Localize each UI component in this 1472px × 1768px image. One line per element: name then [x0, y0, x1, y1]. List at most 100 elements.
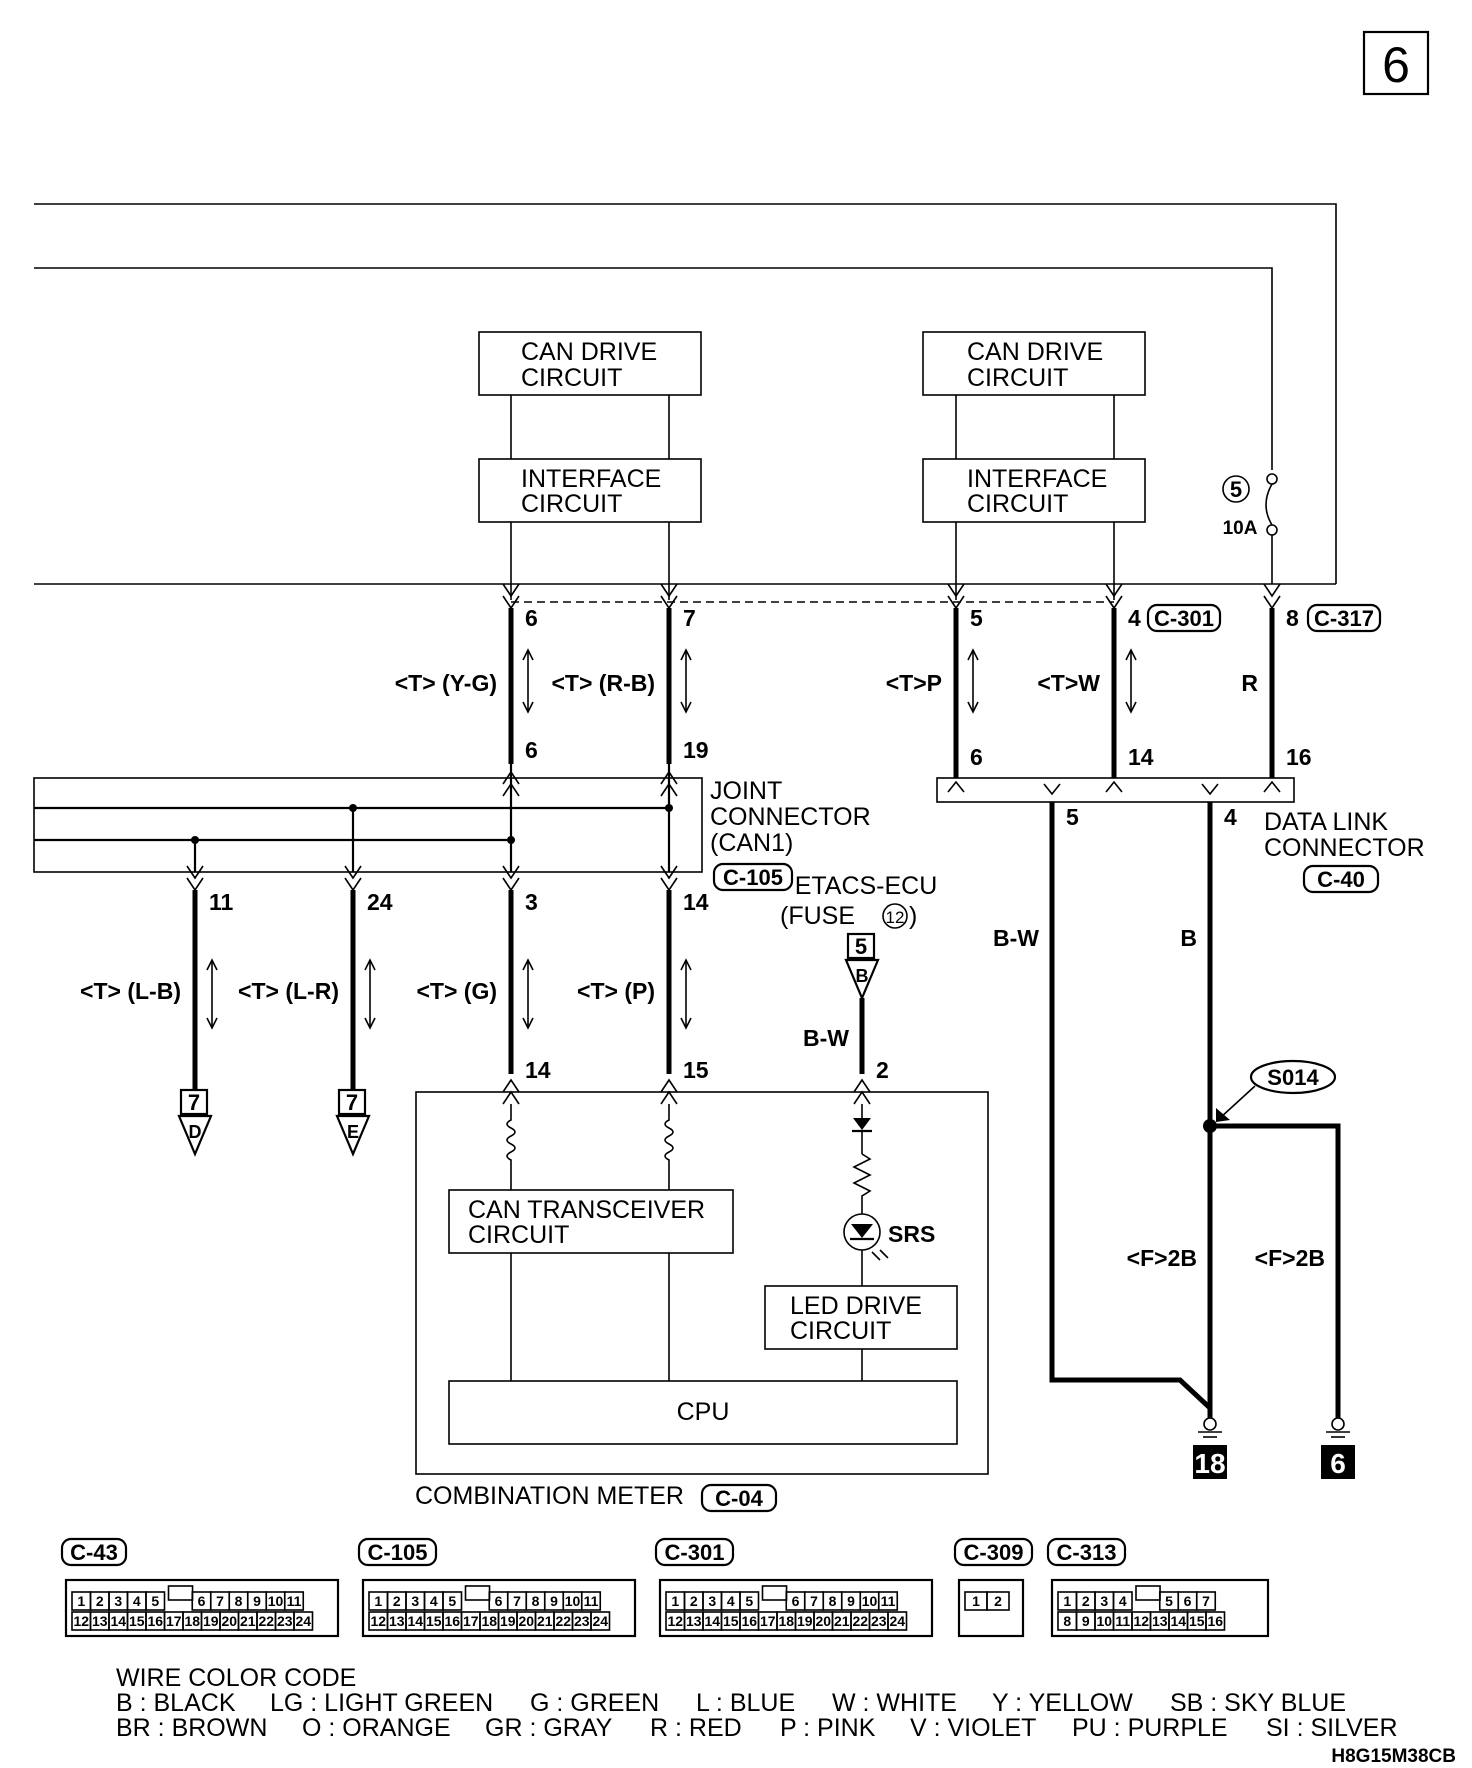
srs-label: SRS: [888, 1221, 935, 1247]
pin-cell: 20: [221, 1613, 237, 1629]
pin-cell: 2: [1082, 1593, 1090, 1609]
interface-circuit-2: [922, 458, 1146, 523]
pin-number: 16: [1286, 744, 1312, 770]
pin-number: 6: [525, 737, 538, 763]
pin-cell: 13: [1152, 1613, 1168, 1629]
combination-meter-label: COMBINATION METER: [415, 1482, 684, 1510]
svg-text:): ): [909, 902, 917, 930]
fuse-number: 5: [1230, 477, 1242, 502]
connector-view-ref: C-105: [368, 1540, 428, 1565]
pin-number: 15: [683, 1057, 709, 1083]
pin-cell: 15: [723, 1613, 739, 1629]
pin-number: 4: [1128, 605, 1141, 631]
ground-number: 18: [1194, 1448, 1225, 1479]
pin-cell: 16: [147, 1613, 163, 1629]
svg-text:7: 7: [188, 1090, 200, 1115]
pin-cell: 2: [994, 1593, 1002, 1609]
pin-cell: 9: [253, 1593, 261, 1609]
wire-color-label: <T> (P): [577, 978, 655, 1004]
pin-cell: 14: [704, 1613, 720, 1629]
fuse-element: [1265, 483, 1273, 526]
bus-line-2: [34, 267, 1273, 470]
offpage-triangle-d: [177, 1114, 213, 1157]
pin-number: 4: [1224, 804, 1237, 830]
combination-meter-ref-box: [700, 1483, 778, 1513]
bidirectional-arrow: [680, 648, 692, 714]
pin-cell: 5: [745, 1593, 753, 1609]
wire-color-label: <T> (L-R): [238, 978, 339, 1004]
wire-color-label: <T> (G): [416, 978, 497, 1004]
pin-cell: 24: [592, 1613, 608, 1629]
pin-cell: 19: [203, 1613, 219, 1629]
led-drive-circuit: [764, 1285, 958, 1350]
pin-cell: 6: [1184, 1593, 1192, 1609]
wire-color-code-entry: PU : PURPLE: [1072, 1714, 1228, 1742]
pin-number: 11: [209, 889, 234, 915]
wire-color-code-entry: R : RED: [650, 1714, 742, 1742]
bidirectional-arrow: [1125, 648, 1137, 714]
ground-icon: [1193, 1417, 1227, 1479]
wire-color-label: <F>2B: [1127, 1245, 1197, 1271]
pin-cell: 23: [574, 1613, 590, 1629]
connector-ref-c317: C-317: [1314, 606, 1374, 631]
fuse-terminal: [1266, 473, 1278, 485]
splice-dot: [665, 804, 673, 812]
connector-view-ref: C-43: [70, 1540, 118, 1565]
joint-connector-ref-box: [712, 862, 794, 892]
pin-cell: 5: [151, 1593, 159, 1609]
pin-cell: 21: [240, 1613, 256, 1629]
pin-cell: 14: [1170, 1613, 1186, 1629]
pin-number: 19: [683, 737, 709, 763]
etacs-label: ETACS-ECU: [795, 872, 938, 900]
splice-ref-s014: S014: [1267, 1065, 1319, 1090]
page-number: 6: [1382, 37, 1410, 93]
pin-cell: 3: [708, 1593, 716, 1609]
pin-number: 5: [970, 605, 983, 631]
pin-cell: 11: [584, 1593, 599, 1609]
svg-text:D: D: [189, 1122, 202, 1142]
pin-cell: 13: [686, 1613, 702, 1629]
pin-cell: 7: [216, 1593, 224, 1609]
pin-cell: 9: [1082, 1613, 1090, 1629]
pin-number: 6: [525, 605, 538, 631]
splice-ref-s014-box: [1249, 1059, 1337, 1095]
pin-cell: 23: [277, 1613, 293, 1629]
wire-2b-ground: [1210, 1123, 1341, 1418]
pin-number: 14: [1128, 744, 1154, 770]
pin-cell: 7: [810, 1593, 818, 1609]
pin-cell: 23: [871, 1613, 887, 1629]
svg-text:B-W: B-W: [803, 1025, 849, 1051]
svg-text:E: E: [347, 1122, 359, 1142]
splice-dot: [507, 836, 515, 844]
pin-cell: 4: [133, 1593, 141, 1609]
fuse-number-circle: [1222, 475, 1250, 503]
connector-ref-c301: C-301: [1154, 606, 1214, 631]
wire-color-code-entry: L : BLUE: [696, 1689, 795, 1717]
wire-color-code-entry: SB : SKY BLUE: [1170, 1689, 1346, 1717]
pin-cell: 22: [555, 1613, 571, 1629]
pin-cell: 12: [73, 1613, 89, 1629]
pin-cell: 10: [1096, 1613, 1112, 1629]
pin-cell: 4: [1119, 1593, 1127, 1609]
pin-cell: 9: [847, 1593, 855, 1609]
wire-color-code-entry: Y : YELLOW: [992, 1689, 1133, 1717]
pin-cell: 13: [92, 1613, 108, 1629]
fuse-terminal: [1266, 524, 1278, 536]
svg-text:12: 12: [886, 908, 905, 927]
svg-text:7: 7: [346, 1090, 358, 1115]
wire-color-label: <T> (Y-G): [395, 670, 497, 696]
bidirectional-arrow: [522, 648, 534, 714]
wire-color-label: B-W: [993, 925, 1039, 951]
resistor-icon: [852, 1153, 872, 1210]
connector-ref-c317-box: [1306, 603, 1382, 633]
pin-cell: 3: [411, 1593, 419, 1609]
pin-cell: 15: [1189, 1613, 1205, 1629]
cpu-block: [448, 1380, 958, 1445]
pin-cell: 21: [834, 1613, 850, 1629]
wire-color-label: <T>W: [1037, 670, 1100, 696]
bidirectional-arrow: [967, 648, 979, 714]
